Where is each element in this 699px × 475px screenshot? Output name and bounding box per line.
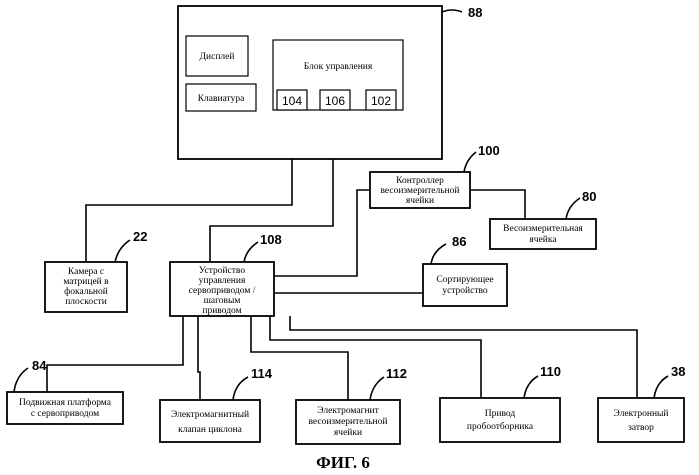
load-cell-magnet-line-1: Электромагнит [317,406,379,416]
wire-servo-platform [47,316,183,392]
ref-84: 84 [32,358,47,373]
leader-88 [442,10,462,12]
leader-114 [233,377,248,400]
sampler-drive-line-2: пробоотборника [467,421,534,432]
shutter-box [598,398,684,442]
load-cell-controller-line-2: весоизмерительной [381,185,460,196]
figure-caption: ФИГ. 6 [316,453,370,472]
sorter-line-1: Сортирующее [436,275,493,285]
camera-line-2: матрицей в [63,276,109,287]
ref-86: 86 [452,234,466,249]
platform-box [7,392,123,424]
cyclone-valve-line-2: клапан циклона [178,425,243,435]
servo-controller-line-1: Устройство [199,265,245,276]
leader-38 [654,376,668,398]
platform: Подвижная платформа с сервоприводом 84 [7,358,123,424]
ref-114: 114 [251,366,273,381]
cyclone-valve-line-1: Электромагнитный [171,409,249,420]
ref-108: 108 [260,232,282,247]
cyclone-valve: Электромагнитный клапан циклона 114 [160,366,273,442]
wire-lcc-loadcell [470,190,525,219]
leader-100 [464,152,476,172]
load-cell-magnet-line-3: ячейки [334,427,362,438]
ref-110: 110 [540,364,561,379]
wire-servo-cyclone [198,316,200,400]
sorter-line-2: устройство [442,285,488,296]
camera-line-1: Камера с [68,267,104,277]
servo-controller: Устройство управления сервоприводом / ша… [170,232,282,316]
sampler-drive: Привод пробоотборника 110 [440,364,561,442]
ref-100: 100 [478,143,500,158]
cyclone-valve-box [160,400,260,442]
camera: Камера с матрицей в фокальной плоскости … [45,229,147,312]
sorter-box [423,264,507,306]
ref-22: 22 [133,229,147,244]
keyboard-label: Клавиатура [198,94,245,104]
display-label: Дисплей [200,51,235,62]
ref-80: 80 [582,189,596,204]
load-cell-line-1: Весоизмерительная [503,224,583,234]
port-102-label: 102 [371,94,391,108]
leader-84 [14,368,28,392]
wire-servo-magnet [251,316,348,400]
main-unit: Дисплей Клавиатура Блок управления 104 1… [178,5,482,159]
leader-22 [115,240,130,262]
leader-80 [566,198,580,219]
leader-112 [370,377,384,400]
platform-line-2: с сервоприводом [31,409,99,419]
wire-servo-lcc [274,190,370,276]
wire-servo-shutter [290,316,637,398]
load-cell-magnet-line-2: весоизмерительной [309,416,388,427]
servo-controller-line-5: приводом [202,306,241,316]
servo-controller-line-3: сервоприводом / [189,286,256,296]
servo-controller-line-4: шаговым [204,296,241,306]
port-104-label: 104 [282,94,302,108]
leader-108 [244,242,258,262]
sampler-drive-line-1: Привод [485,409,516,419]
ref-88: 88 [468,5,482,20]
load-cell-magnet: Электромагнит весоизмерительной ячейки 1… [296,366,407,444]
shutter-line-1: Электронный [614,408,669,419]
sampler-drive-box [440,398,560,442]
load-cell-line-2: ячейка [529,234,557,245]
ref-38: 38 [671,364,685,379]
leader-86 [431,244,446,264]
ref-112: 112 [386,366,407,381]
load-cell: Весоизмерительная ячейка 80 [490,189,596,249]
shutter: Электронный затвор 38 [598,364,685,442]
platform-line-1: Подвижная платформа [19,397,112,408]
load-cell-controller-line-3: ячейки [406,195,434,206]
camera-line-3: фокальной [64,286,108,297]
shutter-line-2: затвор [628,423,654,433]
servo-controller-line-2: управления [199,276,246,286]
port-106-label: 106 [325,94,345,108]
camera-line-4: плоскости [65,297,107,307]
control-block-label: Блок управления [304,62,373,72]
leader-110 [524,376,538,398]
load-cell-controller-line-1: Контроллер [396,176,444,186]
